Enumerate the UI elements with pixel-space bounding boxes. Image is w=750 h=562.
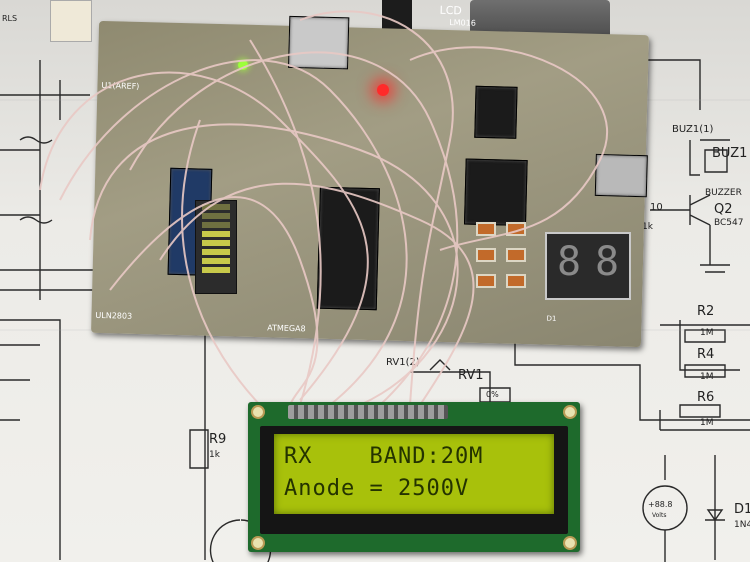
schem-label-r2-val: 1M	[700, 328, 714, 338]
board-label-rls: RLS	[2, 14, 18, 23]
mounting-hole	[563, 536, 577, 550]
seven-segment-display: 8 8	[545, 232, 631, 300]
schem-label-buz1-pin: BUZ1(1)	[672, 124, 714, 135]
schem-label-r10: 10	[650, 202, 663, 213]
schem-label-buzzer: BUZZER	[705, 188, 742, 198]
schem-label-r10-val: 1k	[642, 222, 653, 232]
lcd-line-1: RX BAND:20M	[284, 444, 484, 469]
schem-label-rv1-pin: RV1(2)	[386, 357, 420, 368]
lcd-screen: RX BAND:20M Anode = 2500V	[274, 434, 554, 514]
schem-label-r6-val: 1M	[700, 418, 714, 428]
schem-label-buz1: BUZ1	[712, 146, 748, 161]
pushbutton	[506, 248, 526, 262]
schem-label-d1: D1	[734, 502, 750, 517]
schem-label-r9: R9	[209, 432, 227, 447]
schem-label-q2: Q2	[714, 202, 733, 217]
schem-label-d1-part: 1N4	[734, 520, 750, 530]
red-led	[377, 84, 389, 96]
schem-label-rv1-pct: 0%	[486, 390, 499, 399]
lcd-bezel: RX BAND:20M Anode = 2500V	[260, 426, 568, 534]
schem-label-r6: R6	[697, 390, 715, 405]
mounting-hole	[563, 405, 577, 419]
lcd-line-2: Anode = 2500V	[284, 476, 470, 501]
pushbutton	[506, 274, 526, 288]
schem-label-q2-part: BC547	[714, 218, 744, 228]
segment-digit: 8	[594, 239, 620, 285]
schem-label-r4: R4	[697, 347, 715, 362]
lcd-module: RX BAND:20M Anode = 2500V	[248, 402, 580, 552]
pushbutton	[476, 274, 496, 288]
schem-label-meter: +88.8	[648, 500, 673, 509]
segment-digit: 8	[556, 239, 582, 285]
relay-connector	[50, 0, 92, 42]
schem-label-r9-val: 1k	[209, 450, 220, 460]
mounting-hole	[251, 405, 265, 419]
led-bargraph	[195, 200, 237, 294]
pushbutton	[476, 248, 496, 262]
schem-label-rv1: RV1	[458, 368, 484, 383]
pushbutton	[476, 222, 496, 236]
lcd-header-pins	[288, 405, 448, 419]
schem-label-r2: R2	[697, 304, 715, 319]
mounting-hole	[251, 536, 265, 550]
schem-label-r4-val: 1M	[700, 372, 714, 382]
schem-label-meter-unit: Volts	[652, 512, 667, 519]
green-led	[238, 60, 248, 70]
